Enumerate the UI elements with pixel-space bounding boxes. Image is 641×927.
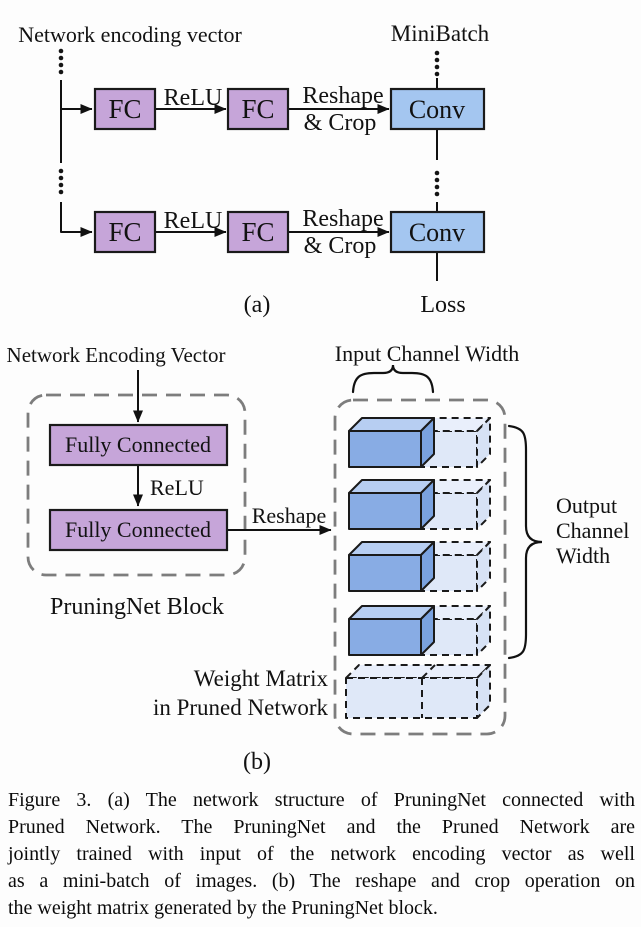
caption-line: the weight matrix generated by the Pruni… bbox=[8, 897, 438, 919]
conv-label: Conv bbox=[409, 95, 465, 124]
weight-cuboid-row-5-ghost bbox=[345, 664, 491, 719]
relu-label: ReLU bbox=[164, 208, 223, 234]
fc-label: FC bbox=[241, 217, 274, 247]
conv-box-row1 bbox=[389, 87, 486, 131]
fc2-box-row2 bbox=[226, 210, 290, 254]
input-width-brace bbox=[351, 364, 435, 394]
network-encoding-vector-label-b: Network Encoding Vector bbox=[7, 343, 226, 367]
weight-cuboid-row-3 bbox=[348, 541, 491, 592]
caption-line: as a mini-batch of images. (b) The resha… bbox=[8, 870, 635, 892]
encoding-vector-line bbox=[60, 80, 93, 237]
caption-line: Figure 3. (a) The network structure of P… bbox=[8, 789, 635, 811]
panel-b-arrows bbox=[133, 370, 332, 535]
relu-label-b: ReLU bbox=[150, 475, 204, 500]
network-encoding-vector-label-a: Network encoding vector bbox=[18, 22, 242, 47]
minibatch-label: MiniBatch bbox=[391, 21, 490, 46]
reshape-label: Reshape bbox=[302, 206, 383, 232]
fully-connected-box-1 bbox=[48, 423, 229, 467]
fc-label: FC bbox=[108, 94, 141, 124]
weight-matrix-container bbox=[333, 398, 507, 736]
pruningnet-row-2: FC FC Conv ReLU Reshape & Crop bbox=[93, 206, 486, 259]
conv-box-row2 bbox=[389, 210, 486, 254]
panel-a-diagram: Network encoding vector MiniBatch bbox=[18, 21, 490, 318]
weight-matrix-label: Weight Matrix in Pruned Network bbox=[153, 666, 329, 720]
weight-cuboid-row-4 bbox=[348, 605, 491, 656]
fc1-box-row2 bbox=[93, 210, 157, 254]
crop-label: & Crop bbox=[304, 110, 377, 136]
minibatch-line-dots-middle bbox=[434, 170, 440, 197]
crop-label: & Crop bbox=[304, 233, 377, 259]
fc-label: FC bbox=[241, 94, 274, 124]
panel-b-diagram: Network Encoding Vector Input Channel Wi… bbox=[7, 341, 630, 775]
input-channel-width-label: Input Channel Width bbox=[335, 341, 519, 366]
panel-b-tag: (b) bbox=[243, 749, 271, 775]
output-width-brace bbox=[507, 424, 543, 660]
svg-text:in Pruned Network: in Pruned Network bbox=[153, 695, 329, 720]
output-channel-width-label: Output Channel Width bbox=[556, 493, 629, 568]
minibatch-line-dots-top bbox=[434, 50, 440, 77]
caption-line: jointly trained with input of the networ… bbox=[8, 843, 635, 865]
fully-connected-label: Fully Connected bbox=[65, 432, 211, 457]
pruningnet-row-1: FC FC Conv ReLU Reshape & Crop bbox=[93, 83, 486, 136]
caption-line: Pruned Network. The PruningNet and the P… bbox=[8, 816, 635, 838]
fully-connected-label: Fully Connected bbox=[65, 517, 211, 542]
fc-label: FC bbox=[108, 217, 141, 247]
loss-label: Loss bbox=[420, 292, 465, 318]
fc2-box-row1 bbox=[226, 87, 290, 131]
reshape-label: Reshape bbox=[302, 83, 383, 109]
fc1-box-row1 bbox=[93, 87, 157, 131]
figure-caption: Figure 3. (a) The network structure of P… bbox=[8, 787, 635, 922]
pruningnet-block-container bbox=[26, 393, 247, 577]
weight-cuboid-row-1 bbox=[348, 417, 491, 468]
fully-connected-box-2 bbox=[48, 508, 229, 552]
svg-text:Channel: Channel bbox=[556, 518, 629, 543]
svg-text:Weight Matrix: Weight Matrix bbox=[194, 666, 329, 691]
reshape-label-b: Reshape bbox=[252, 503, 327, 528]
svg-text:Output: Output bbox=[556, 493, 617, 518]
encoding-line-dots-top bbox=[58, 48, 64, 75]
panel-a-tag: (a) bbox=[244, 292, 271, 318]
encoding-line-dots-middle bbox=[58, 168, 64, 195]
weight-cuboid-row-2 bbox=[348, 479, 491, 530]
conv-label: Conv bbox=[409, 218, 465, 247]
svg-text:Width: Width bbox=[556, 543, 610, 568]
relu-label: ReLU bbox=[164, 85, 223, 111]
pruningnet-block-label: PruningNet Block bbox=[50, 594, 224, 620]
